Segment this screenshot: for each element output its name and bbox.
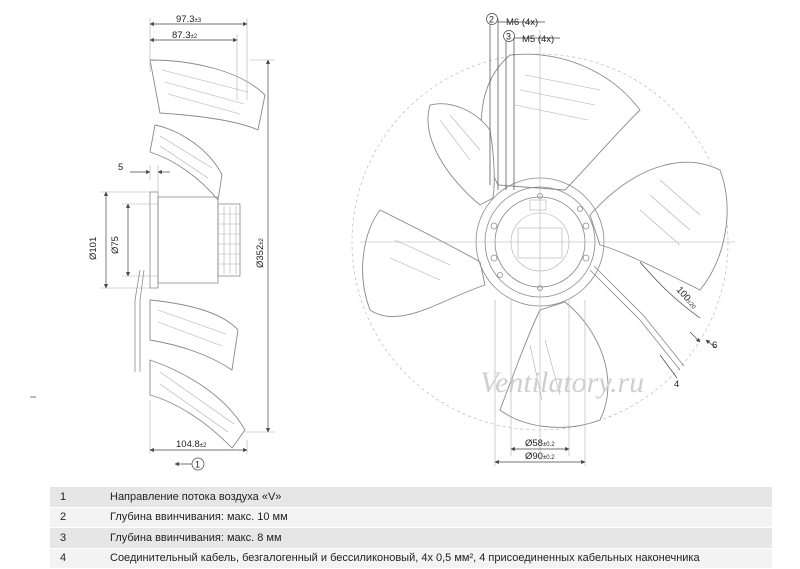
watermark: Ventilatory.ru: [480, 366, 644, 399]
fan-technical-drawing: 97.3±3 87.3±2 5 Ø101 Ø75 Ø352±2 104.8±2 …: [30, 13, 735, 471]
dim-6: 6: [712, 340, 717, 351]
legend-number: 2: [50, 507, 100, 528]
legend-text: Направление потока воздуха «V»: [100, 487, 772, 508]
legend-row: 1 Направление потока воздуха «V»: [50, 487, 772, 508]
side-view: [30, 59, 266, 449]
dim-dia-352: Ø352±2: [255, 237, 266, 268]
callout-1: [191, 457, 205, 471]
dim-97-3: 97.3±3: [176, 14, 202, 25]
svg-text:2: 2: [489, 15, 494, 25]
svg-text:3: 3: [506, 32, 511, 42]
legend-row: 3 Глубина ввинчивания: макс. 8 мм: [50, 527, 772, 549]
side-dimensions: 97.3±3 87.3±2 5 Ø101 Ø75 Ø352±2 104.8±2 …: [88, 14, 275, 471]
front-dimensions: 2 3 M6 (4x) M5 (4x) Ø58±0.2 Ø90±0.2 100±…: [480, 13, 717, 466]
dim-dia-90: Ø90±0.2: [525, 451, 555, 462]
dim-5: 5: [118, 162, 123, 173]
legend-text: Соединительный кабель, безгалогенный и б…: [100, 548, 772, 569]
legend-row: 4 Соединительный кабель, безгалогенный и…: [50, 548, 772, 569]
svg-text:1: 1: [195, 460, 200, 470]
legend-number: 3: [50, 527, 100, 549]
callout-2: [486, 13, 498, 25]
dim-dia-58: Ø58±0.2: [525, 438, 555, 449]
dim-dia-101: Ø101: [88, 237, 99, 260]
legend-number: 1: [50, 487, 100, 508]
front-view: [351, 30, 735, 460]
callout-4: 4: [674, 379, 679, 390]
legend-row: 2 Глубина ввинчивания: макс. 10 мм: [50, 507, 772, 528]
label-m5: M5 (4x): [522, 34, 554, 45]
callout-3: [503, 30, 515, 42]
legend-text: Глубина ввинчивания: макс. 10 мм: [100, 507, 772, 528]
dim-104-8: 104.8±2: [176, 439, 207, 450]
label-m6: M6 (4x): [506, 17, 538, 28]
legend-text: Глубина ввинчивания: макс. 8 мм: [100, 527, 772, 549]
legend-number: 4: [50, 548, 100, 569]
legend-table: 1 Направление потока воздуха «V» 2 Глуби…: [50, 487, 772, 569]
dim-dia-75: Ø75: [110, 236, 121, 254]
dim-87-3: 87.3±2: [172, 30, 198, 41]
